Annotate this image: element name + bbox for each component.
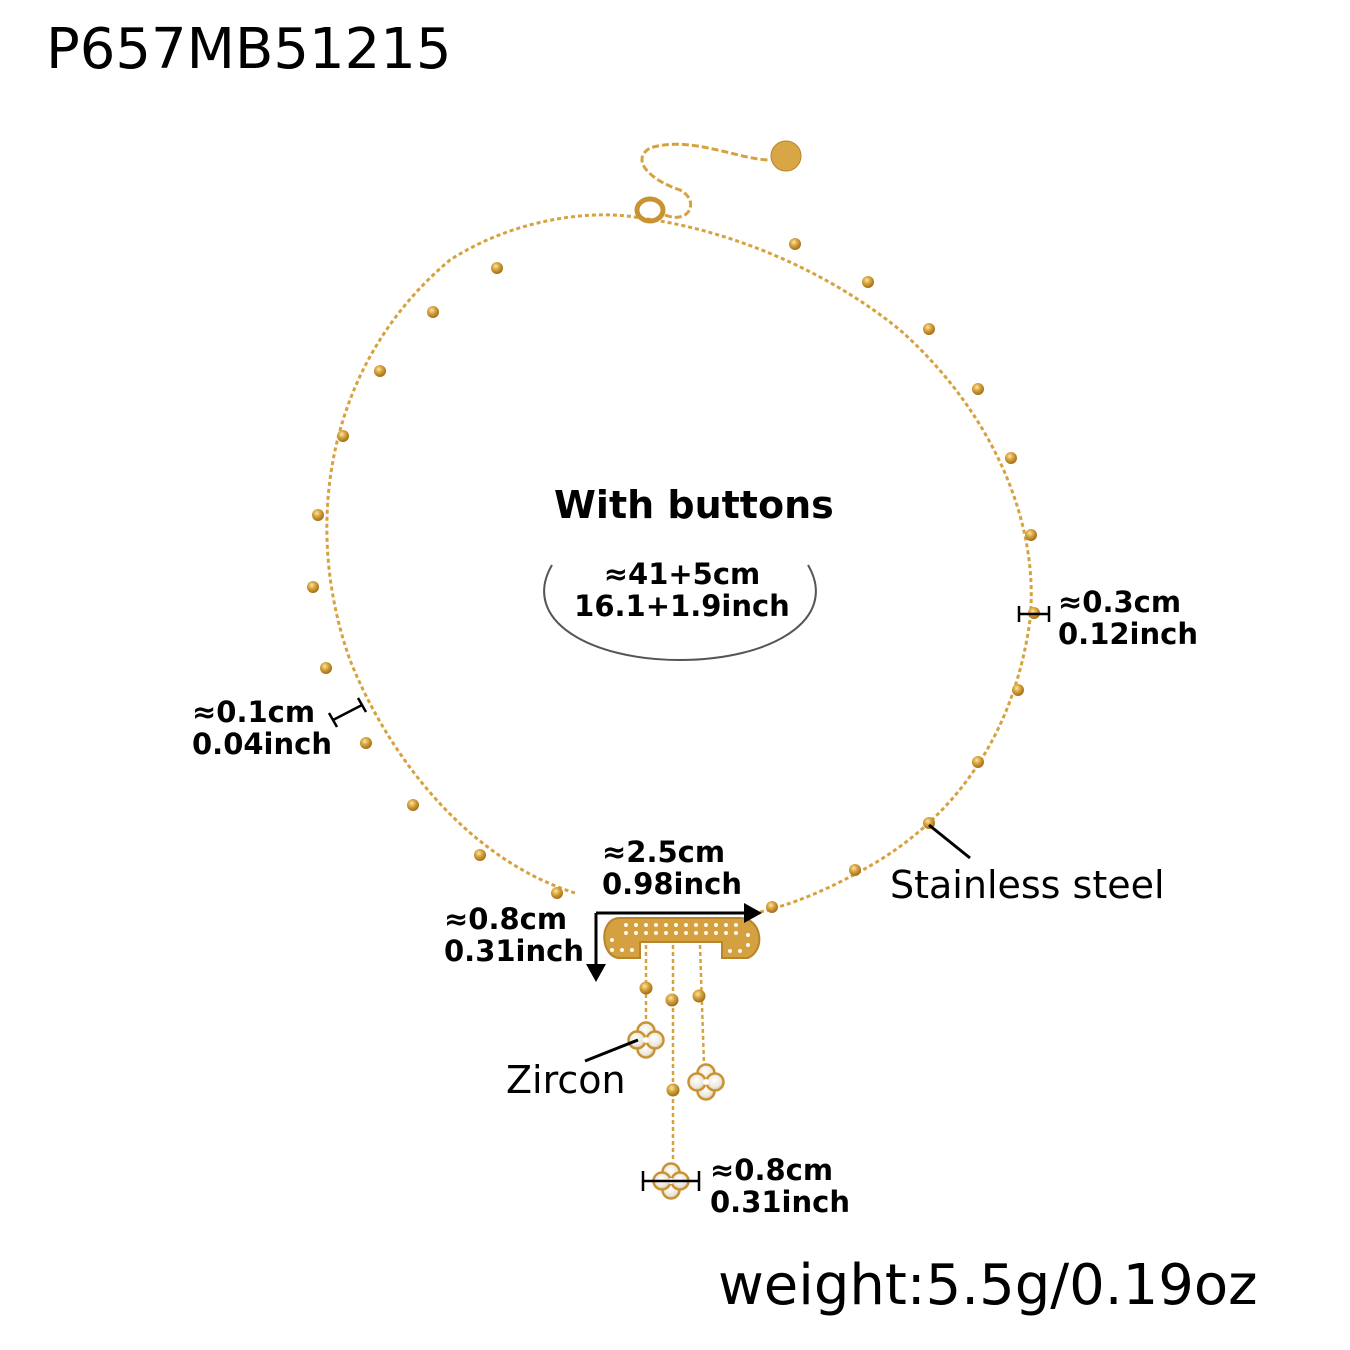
length-title: With buttons xyxy=(554,483,834,527)
clover-charm xyxy=(652,1162,690,1200)
chain-width-marker xyxy=(327,697,368,728)
chain-size-cm: ≈0.1cm xyxy=(192,695,316,729)
length-ellipse xyxy=(543,564,817,662)
weight-label: weight:5.5g/0.19oz xyxy=(718,1253,1258,1318)
pendant-width-arrow xyxy=(596,903,762,923)
pendant-height-arrow xyxy=(586,913,606,982)
length-cm: ≈41+5cm xyxy=(603,557,761,591)
clover-charm xyxy=(627,1021,665,1059)
clover-size-inch: 0.31inch xyxy=(710,1185,850,1219)
chain xyxy=(639,216,1033,914)
pendant-width-cm: ≈2.5cm xyxy=(602,835,726,869)
stone-label: Zircon xyxy=(506,1058,626,1102)
pendant-bar xyxy=(603,917,761,959)
stainless-steel-leader xyxy=(928,823,971,860)
length-inch: 16.1+1.9inch xyxy=(574,589,790,623)
pendant-width-inch: 0.98inch xyxy=(602,867,742,901)
zircon-leader xyxy=(584,1038,639,1063)
pendant-width-label: ≈2.5cm 0.98inch xyxy=(602,836,742,900)
clover-size-cm: ≈0.8cm xyxy=(710,1153,834,1187)
chain-size-inch: 0.04inch xyxy=(192,727,332,761)
chain-beads xyxy=(307,238,1040,913)
clover-charm xyxy=(687,1063,725,1101)
pendant-height-cm: ≈0.8cm xyxy=(444,902,568,936)
clover-size-label: ≈0.8cm 0.31inch xyxy=(710,1154,850,1218)
product-code: P657MB51215 xyxy=(46,17,452,82)
pendant-height-label: ≈0.8cm 0.31inch xyxy=(444,903,584,967)
bead-size-inch: 0.12inch xyxy=(1058,617,1198,651)
extender-chain xyxy=(640,142,771,219)
bead-size-label: ≈0.3cm 0.12inch xyxy=(1058,586,1198,650)
lobster-clasp xyxy=(634,196,666,224)
brand-tag xyxy=(770,140,802,172)
dangle-chain-right xyxy=(698,944,706,1066)
chain-size-label: ≈0.1cm 0.04inch xyxy=(192,696,332,760)
chain xyxy=(325,213,641,895)
clover-width-marker xyxy=(641,1171,701,1191)
length-measurement: ≈41+5cm 16.1+1.9inch xyxy=(572,558,792,622)
material-label: Stainless steel xyxy=(890,863,1165,907)
bead-width-marker xyxy=(1017,606,1051,622)
bead-size-cm: ≈0.3cm xyxy=(1058,585,1182,619)
pendant-height-inch: 0.31inch xyxy=(444,934,584,968)
